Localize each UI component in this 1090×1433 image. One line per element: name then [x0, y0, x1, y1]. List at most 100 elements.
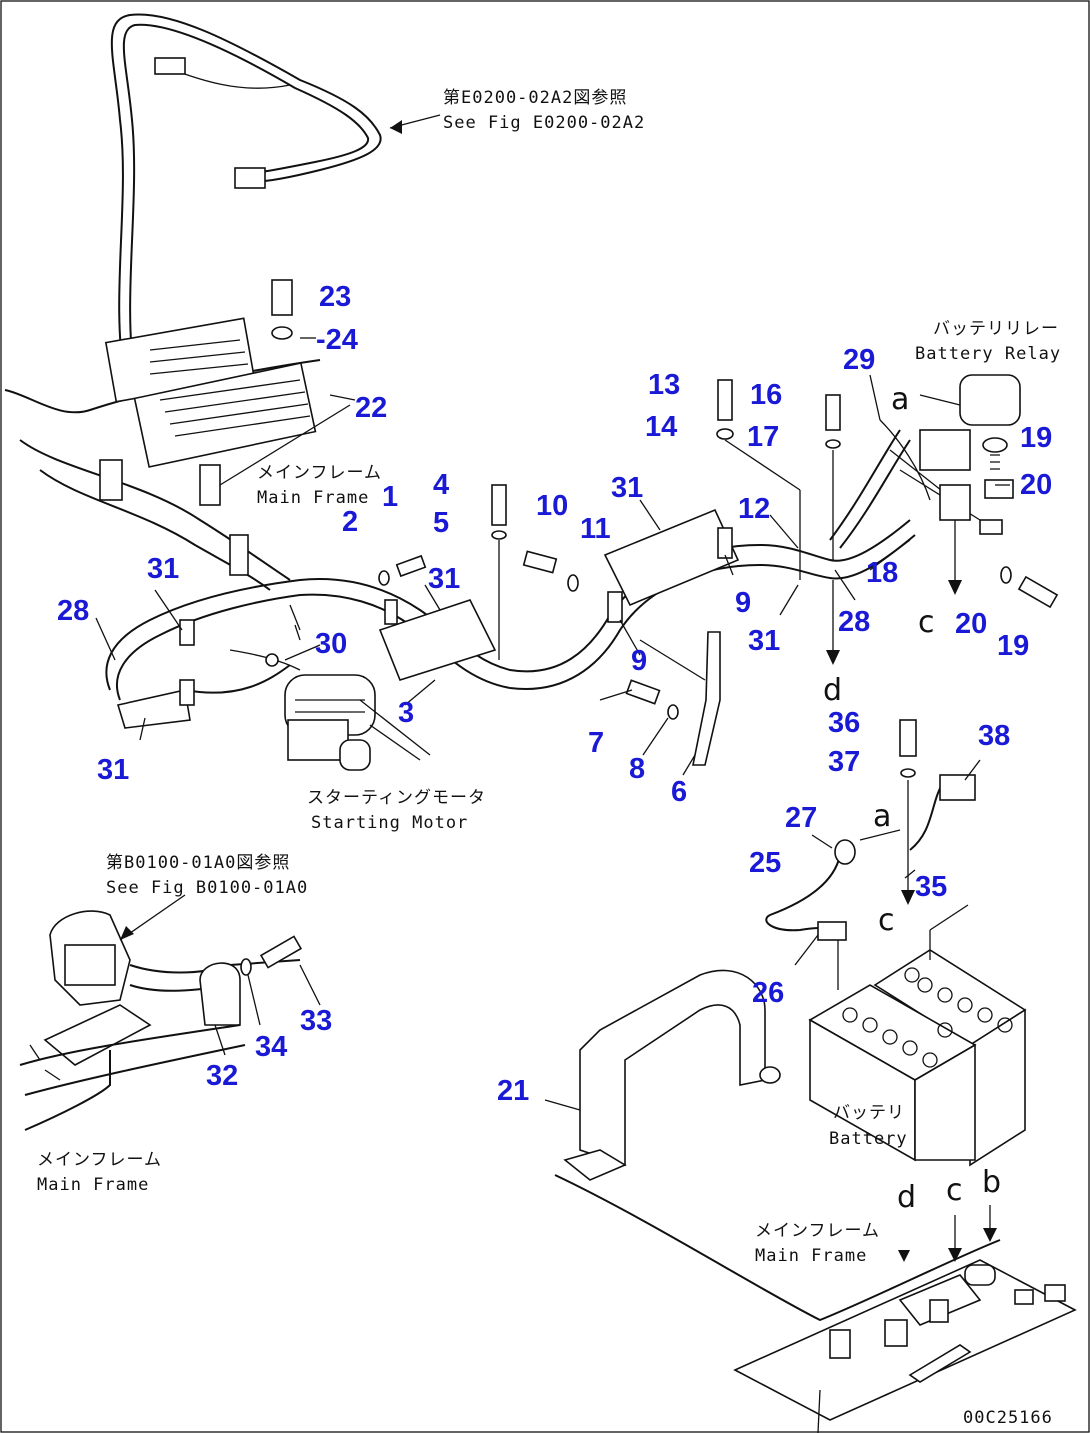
connection-letter-c-3: c	[946, 1173, 963, 1208]
callout-17: 17	[747, 421, 779, 453]
callout-21: 21	[497, 1075, 529, 1107]
connection-letter-c-2: c	[878, 903, 895, 938]
arrow-head-icon	[390, 120, 402, 134]
washer-2-icon	[378, 570, 390, 586]
washer-24-icon	[271, 326, 293, 340]
fasteners-upper-right	[716, 379, 911, 665]
batteries	[808, 904, 1027, 1167]
arrow-down-icon	[901, 890, 915, 905]
callout-4: 4	[433, 469, 449, 501]
arrow-down-icon	[983, 1228, 997, 1242]
callout-28-a: 28	[57, 595, 89, 627]
washer-8-icon	[667, 704, 679, 720]
drawing-number: 00C25166	[963, 1408, 1053, 1428]
bolt-7-icon	[625, 679, 661, 705]
washer-11-icon	[567, 574, 579, 592]
main-frame-label-jp-1: メインフレーム	[257, 463, 382, 483]
washer-37-icon	[900, 768, 916, 778]
callout-25: 25	[749, 847, 781, 879]
battery-label-en: Battery	[829, 1129, 908, 1149]
callout-36: 36	[828, 707, 860, 739]
main-frame-label-en-2: Main Frame	[37, 1175, 149, 1195]
callout-9-b: 9	[631, 645, 647, 677]
callout-5: 5	[433, 507, 449, 539]
callout-11: 11	[580, 513, 611, 545]
callout-31-b: 31	[611, 472, 643, 504]
main-frame-label-en-3: Main Frame	[755, 1246, 867, 1266]
washer-14-icon	[716, 428, 734, 440]
callout-19-a: 19	[1020, 422, 1052, 454]
ref-mid-jp: 第B0100-01A0図参照	[106, 853, 290, 873]
callout-37: 37	[828, 746, 860, 778]
main-frame-upper	[4, 317, 351, 591]
ref-top-en: See Fig E0200-02A2	[443, 113, 645, 133]
connection-letter-d-1: d	[823, 673, 842, 708]
ref-top-jp: 第E0200-02A2図参照	[443, 88, 627, 108]
callout-20-b: 20	[955, 608, 987, 640]
callout-22: 22	[355, 392, 387, 424]
text-notes: 第E0200-02A2図参照 See Fig E0200-02A2 メインフレー…	[37, 88, 1060, 1428]
callout-27: 27	[785, 802, 817, 834]
cap-19-icon	[982, 437, 1008, 453]
callout-numbers: 23 -24 22 1 2 31 3 4 5 10 11 31 31 28 30…	[57, 281, 1052, 1107]
main-harness	[105, 508, 916, 729]
callout-31-a: 31	[428, 563, 460, 595]
callout-1: 1	[382, 481, 398, 513]
callout-38: 38	[978, 720, 1010, 752]
callout-8: 8	[629, 753, 645, 785]
callout-31-d: 31	[97, 754, 129, 786]
callout-19-b: 19	[997, 630, 1029, 662]
main-frame-lower	[554, 1174, 1077, 1433]
callout-31-c: 31	[147, 553, 179, 585]
main-frame-label-en-1: Main Frame	[257, 488, 369, 508]
callout-18: 18	[866, 557, 898, 589]
callout-26: 26	[752, 977, 784, 1009]
callout-29: 29	[843, 344, 875, 376]
callout-35: 35	[915, 871, 947, 903]
battery-cables	[765, 719, 976, 990]
starting-motor	[229, 649, 431, 771]
connection-letter-a-2: a	[873, 799, 891, 834]
callout-10: 10	[536, 490, 568, 522]
connection-letters: a c d a c d c b	[823, 382, 1001, 1215]
arrow-down-icon	[898, 1250, 910, 1262]
callout-33: 33	[300, 1005, 332, 1037]
washer-34-icon	[240, 958, 252, 976]
callout-2: 2	[342, 506, 358, 538]
bolt-23-icon	[271, 279, 293, 316]
callout-13: 13	[648, 369, 680, 401]
ref-mid-en: See Fig B0100-01A0	[106, 878, 308, 898]
callout-12: 12	[738, 493, 770, 525]
leader-lines	[95, 337, 1010, 1056]
arrow-down-icon	[948, 1248, 962, 1262]
bolt-16-icon	[825, 394, 841, 431]
starting-motor-label-en: Starting Motor	[311, 813, 468, 833]
washer-20-icon	[1000, 566, 1012, 584]
callout-31-e: 31	[748, 625, 780, 657]
bolt-13-icon	[717, 379, 733, 421]
bolt-33-icon	[259, 935, 303, 969]
callout-24: -24	[316, 324, 358, 356]
bolt-23-washer-24	[271, 279, 293, 340]
callout-34: 34	[255, 1031, 287, 1063]
callout-7: 7	[588, 727, 604, 759]
bolt-1-icon	[395, 554, 427, 578]
bolt-4-icon	[491, 484, 507, 526]
arrow-down-icon	[948, 580, 962, 595]
starting-motor-label-jp: スターティングモータ	[307, 788, 486, 808]
callout-14: 14	[645, 411, 677, 443]
arrow-down-icon	[826, 650, 840, 665]
main-frame-label-jp-2: メインフレーム	[37, 1150, 162, 1170]
callout-30: 30	[315, 628, 347, 660]
bolt-19-icon	[1017, 575, 1059, 609]
bolt-10-icon	[522, 550, 558, 574]
callout-16: 16	[750, 379, 782, 411]
connection-letter-d-2: d	[897, 1180, 916, 1215]
callout-32: 32	[206, 1060, 238, 1092]
lower-left-subview	[19, 894, 303, 1131]
callout-9-a: 9	[735, 587, 751, 619]
callout-23: 23	[319, 281, 351, 313]
battery-box	[544, 969, 781, 1181]
callout-28-b: 28	[838, 606, 870, 638]
